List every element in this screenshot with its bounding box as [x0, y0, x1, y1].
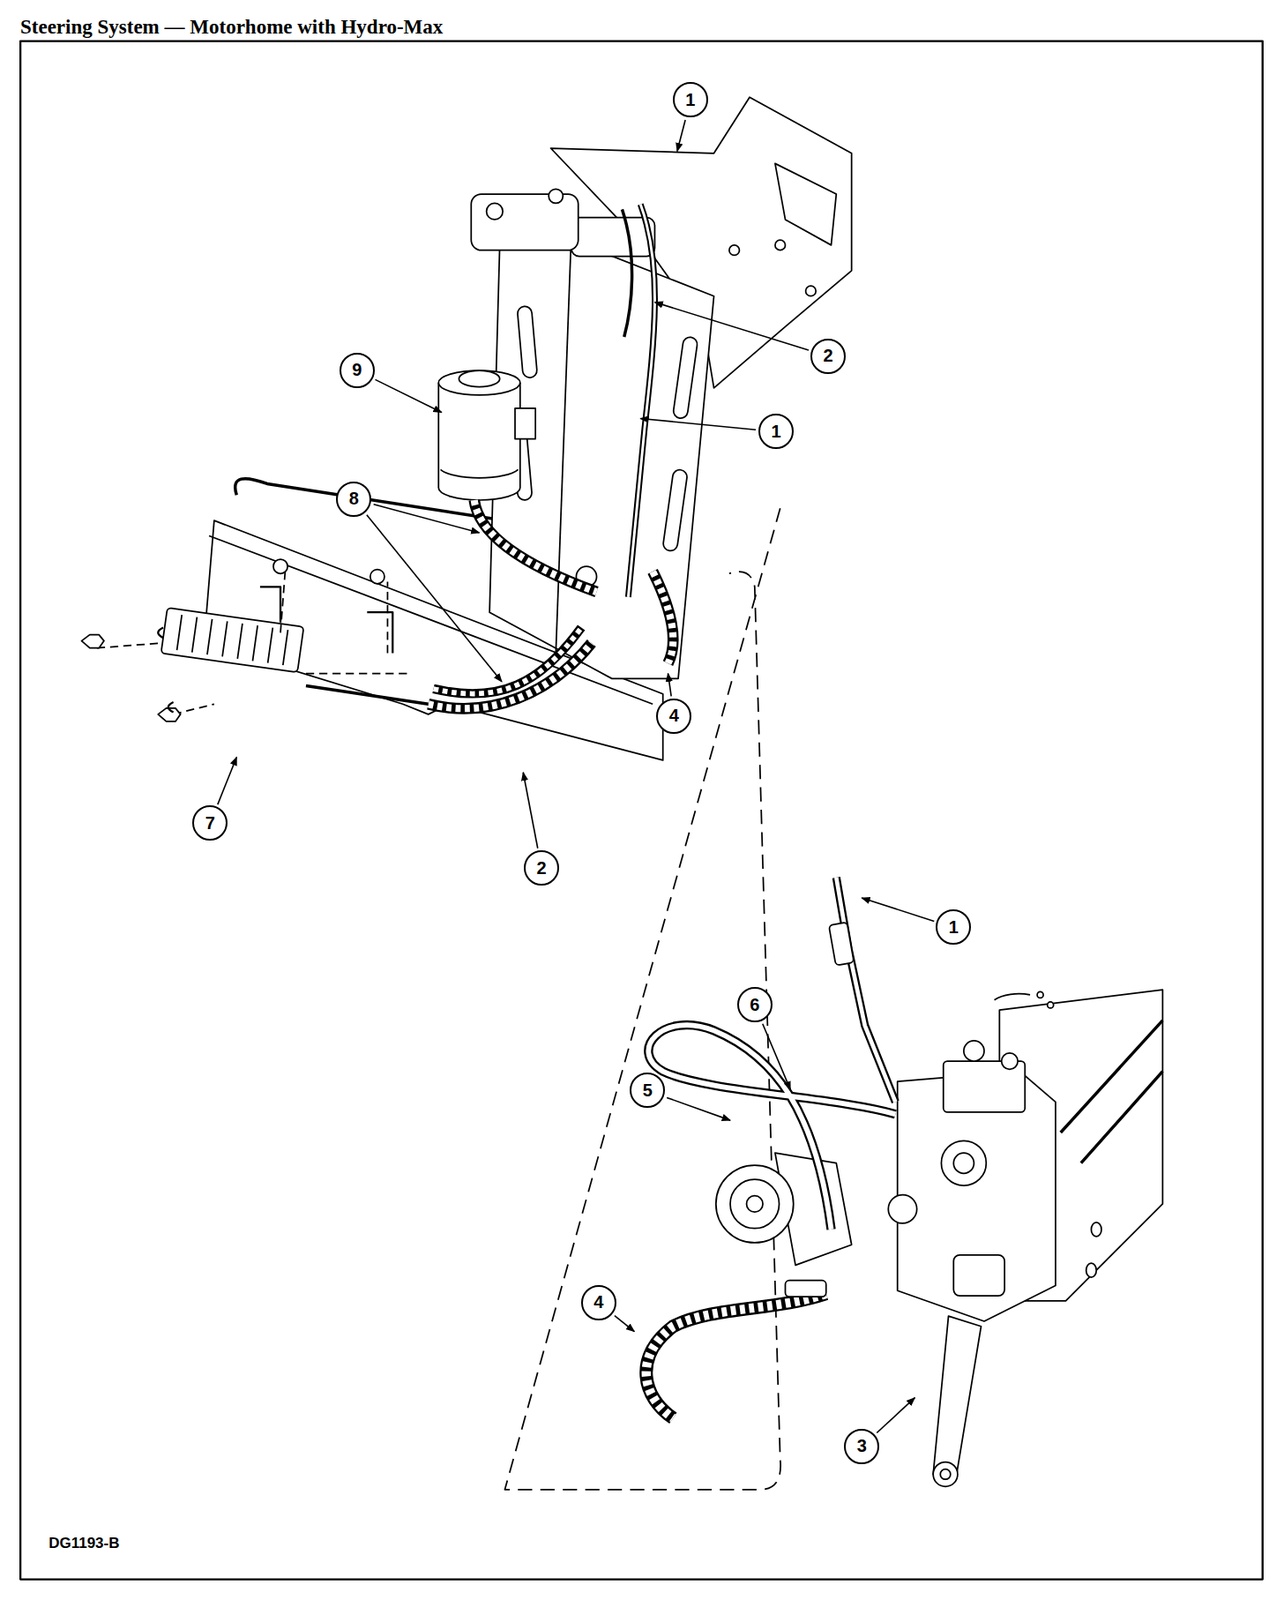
leader-arrow [640, 418, 756, 430]
illustration-part [775, 239, 786, 251]
illustration-part [504, 507, 781, 1490]
illustration-part [548, 188, 563, 203]
illustration-part [1060, 1020, 1164, 1164]
callout-number: 2 [810, 338, 846, 374]
illustration-part [940, 1140, 986, 1186]
illustration-part [82, 634, 105, 649]
leader-arrow [677, 119, 686, 151]
illustration [20, 41, 1263, 1580]
callout-number: 4 [656, 698, 692, 734]
illustration-part [888, 1194, 917, 1224]
illustration-part [746, 1195, 764, 1213]
illustration-part [836, 877, 896, 1102]
leader-arrow [654, 302, 809, 351]
illustration-part [370, 569, 385, 584]
diagram-title: Steering System — Motorhome with Hydro-M… [20, 15, 443, 39]
illustration-part [784, 1280, 826, 1298]
callout-number: 9 [339, 352, 375, 389]
callout-number: 7 [192, 805, 228, 841]
illustration-part [662, 469, 688, 553]
illustration-part [940, 1469, 951, 1480]
illustration-part [260, 586, 393, 653]
leader-arrow [522, 772, 538, 849]
callout-number: 3 [843, 1428, 880, 1464]
illustration-part [157, 627, 173, 713]
illustration-part [486, 202, 504, 220]
illustration-part [97, 566, 409, 715]
illustration-part [571, 217, 656, 257]
illustration-part [716, 1164, 794, 1243]
illustration-part [1047, 1001, 1054, 1008]
callout-number: 5 [629, 1072, 665, 1108]
leader-arrow [614, 1315, 635, 1332]
illustration-part [474, 500, 598, 592]
illustration-part [963, 1040, 985, 1061]
callout-number: 4 [581, 1284, 617, 1321]
illustration-part [646, 1293, 827, 1419]
callout-number: 2 [523, 850, 560, 886]
illustration-part [806, 285, 817, 297]
illustration-part [994, 993, 1031, 1001]
illustration-part [428, 642, 592, 709]
illustration-part [730, 1179, 780, 1229]
leader-arrow [876, 1397, 915, 1434]
illustration-part [20, 41, 1263, 1580]
illustration-part [438, 382, 521, 501]
illustration-part [672, 335, 699, 419]
illustration-part [775, 163, 837, 246]
illustration-part [1037, 991, 1044, 998]
illustration-part [836, 877, 896, 1102]
illustration-part [306, 685, 429, 704]
illustration-part [516, 306, 538, 379]
illustration-part [953, 1254, 1005, 1296]
illustration-part [474, 500, 598, 592]
callout-number: 1 [758, 413, 794, 449]
illustration-part [652, 571, 673, 664]
illustration-part [729, 245, 740, 256]
illustration-part [1001, 1052, 1019, 1070]
illustration-part [646, 1293, 827, 1419]
illustration-part [489, 239, 714, 679]
illustration-part [828, 921, 855, 965]
illustration-part [458, 370, 500, 388]
illustration-part [953, 1152, 974, 1173]
leader-arrow [667, 673, 672, 697]
callout-number: 1 [935, 909, 971, 945]
illustration-part [648, 1024, 896, 1230]
illustration-part [306, 500, 673, 709]
illustration-part [273, 559, 288, 574]
illustration-part [933, 1462, 958, 1487]
callout-number: 1 [672, 82, 709, 118]
leader-arrow [217, 756, 237, 805]
illustration-part [933, 1315, 981, 1474]
leader-arrow [666, 1097, 731, 1120]
illustration-part [621, 209, 632, 337]
illustration-part [1086, 1262, 1098, 1277]
illustration-part [646, 1293, 827, 1419]
illustration-part [433, 627, 583, 695]
illustration-part [470, 194, 578, 251]
leader-arrow [861, 897, 934, 921]
illustration-part [648, 1024, 896, 1230]
illustration-part [515, 408, 536, 440]
callout-number: 6 [737, 986, 773, 1023]
leader-arrow [762, 1023, 791, 1090]
illustration-part [177, 614, 289, 665]
leader-arrow [373, 504, 480, 533]
leader-arrow [366, 515, 502, 682]
illustration-part [428, 642, 592, 709]
illustration-part [555, 239, 571, 653]
illustration-part [438, 370, 521, 396]
illustration-part [433, 627, 583, 695]
figure-code: DG1193-B [46, 1534, 121, 1553]
leader-arrow [375, 379, 442, 412]
illustration-part [652, 571, 673, 664]
illustration-part [440, 469, 519, 478]
callout-number: 8 [335, 481, 372, 517]
illustration-part [1090, 1222, 1102, 1237]
